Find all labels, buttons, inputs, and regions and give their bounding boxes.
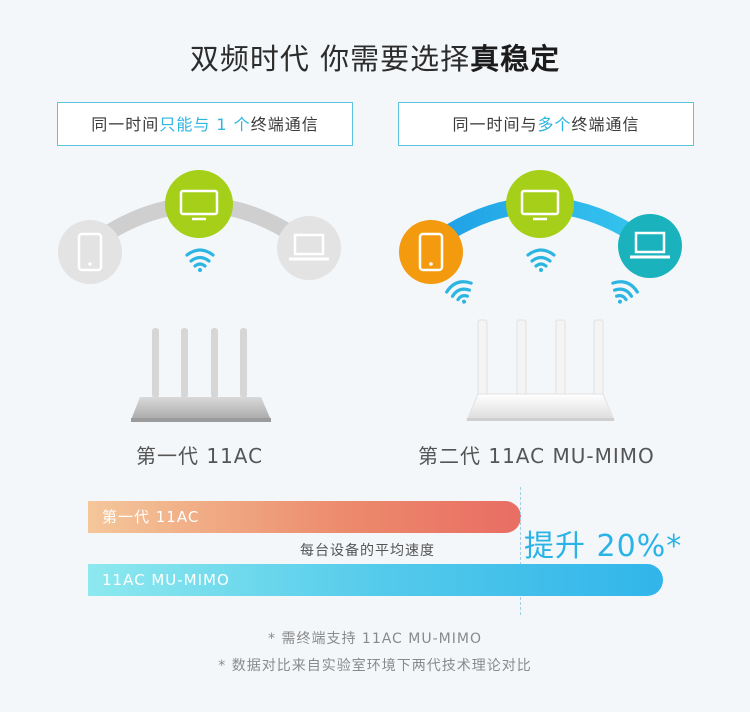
- phone-icon: [58, 220, 122, 284]
- gen2-speed-bar: 11AC MU-MIMO: [88, 564, 663, 596]
- badge-left-highlight-1: 只能与: [159, 115, 211, 134]
- laptop-icon: [618, 214, 682, 278]
- badge-right-highlight: 多个: [537, 115, 572, 134]
- router-gen2-icon: [466, 319, 615, 421]
- laptop-icon: [277, 216, 341, 280]
- average-speed-label: 每台设备的平均速度: [300, 543, 435, 559]
- footnote-lab-data: * 数据对比来自实验室环境下两代技术理论对比: [218, 658, 532, 674]
- gen1-label: 第一代 11AC: [136, 444, 264, 468]
- wifi-icon: [526, 248, 556, 272]
- badge-multi-device: 同一时间与多个终端通信: [398, 102, 694, 146]
- wifi-icon: [185, 248, 215, 272]
- page-title: 双频时代 你需要选择真稳定: [0, 36, 750, 78]
- illustration-scene: [58, 170, 682, 422]
- wifi-icon: [611, 280, 639, 304]
- tv-icon: [506, 170, 574, 238]
- badge-right-post: 终端通信: [571, 115, 640, 134]
- footnote-terminal-support: * 需终端支持 11AC MU-MIMO: [268, 631, 482, 647]
- gen2-bar-label: 11AC MU-MIMO: [102, 571, 230, 589]
- badge-left-pre: 同一时间: [91, 115, 160, 134]
- tv-icon: [165, 170, 233, 238]
- badge-right-pre: 同一时间与: [452, 115, 538, 134]
- badge-left-highlight-2: 1 个: [210, 115, 251, 134]
- gen1-bar-label: 第一代 11AC: [102, 508, 200, 526]
- gen2-illustration: [399, 170, 682, 421]
- title-main: 双频时代 你需要选择: [189, 42, 471, 76]
- title-emphasis: 真稳定: [470, 42, 561, 76]
- gen1-illustration: [58, 170, 341, 422]
- improvement-text: 提升 20%*: [524, 529, 683, 564]
- phone-icon: [399, 220, 463, 284]
- gen1-speed-bar: 第一代 11AC: [88, 501, 521, 533]
- wifi-icon: [445, 280, 473, 304]
- router-gen1-icon: [131, 328, 271, 422]
- gen2-label: 第二代 11AC MU-MIMO: [418, 444, 655, 468]
- comparison-divider: [520, 487, 521, 615]
- badge-left-post: 终端通信: [250, 115, 319, 134]
- badge-single-device: 同一时间只能与 1 个终端通信: [57, 102, 353, 146]
